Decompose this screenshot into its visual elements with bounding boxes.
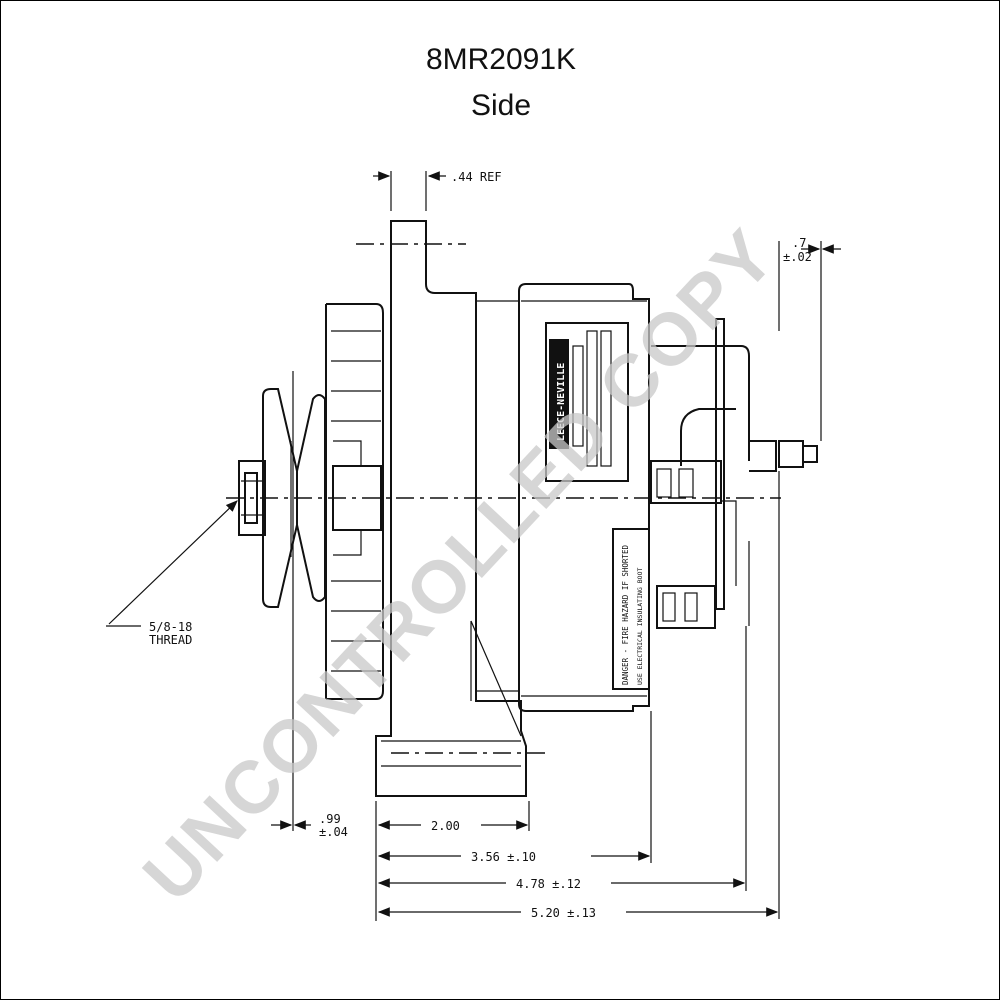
front-housing: [375, 220, 527, 797]
danger-text-a: DANGER - FIRE HAZARD IF SHORTED: [621, 545, 630, 685]
danger-label: DANGER - FIRE HAZARD IF SHORTED USE ELEC…: [612, 528, 650, 690]
thread-label-b: THREAD: [149, 633, 192, 647]
rear-terminals: [650, 318, 818, 629]
top-right-dimension-b: ±.02: [783, 250, 812, 264]
name-plate: LEECE-NEVILLE: [545, 322, 629, 482]
dimension-lines: [106, 171, 841, 917]
dimension-4-78: 4.78 ±.12: [516, 877, 581, 891]
pulley-dimension-b: ±.04: [319, 825, 348, 839]
top-right-dimension-a: .7: [792, 236, 806, 250]
thread-label-a: 5/8-18: [149, 620, 192, 634]
extension-lines: [292, 171, 822, 921]
dimension-5-20: 5.20 ±.13: [531, 906, 596, 920]
ref-dimension: .44 REF: [451, 170, 502, 184]
cooling-fan: [325, 303, 384, 700]
uncontrolled-copy-watermark: UNCONTROLLED COPY: [127, 213, 791, 917]
dimension-3-56: 3.56 ±.10: [471, 850, 536, 864]
pulley-dimension-a: .99: [319, 812, 341, 826]
main-body: [518, 283, 650, 712]
brand-label: LEECE-NEVILLE: [556, 363, 567, 441]
part-number-title: 8MR2091K: [425, 43, 577, 76]
danger-text-b: USE ELECTRICAL INSULATING BOOT: [636, 568, 644, 685]
dimension-2-00: 2.00: [431, 819, 460, 833]
view-title: Side: [470, 89, 532, 122]
